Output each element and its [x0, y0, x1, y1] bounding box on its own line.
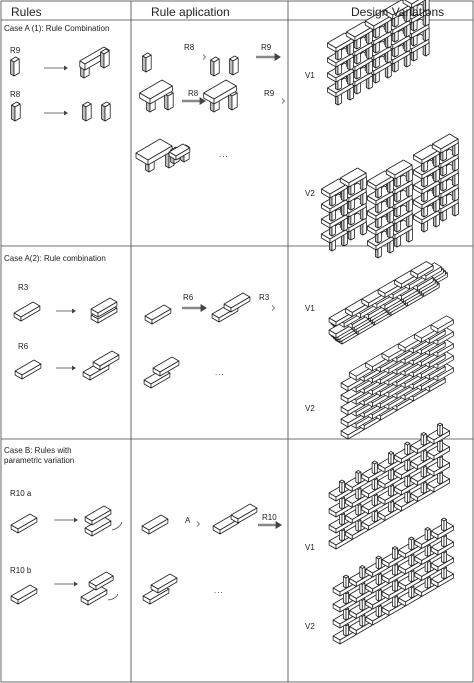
- case-a2-rule-sketches: [13, 297, 120, 381]
- case-b-app-r10: R10: [262, 513, 277, 522]
- case-a1-app-r9: R9: [261, 43, 272, 52]
- case-b-variation-v2-drawing: [332, 517, 454, 645]
- case-a2-rule-r3: R3: [18, 283, 29, 292]
- diagram-drawings: [10, 0, 459, 645]
- case-a2-ellipsis: ...: [215, 368, 225, 377]
- case-b-title-line2: parametric variation: [4, 456, 75, 465]
- column-header-design-variations: Design Variations: [351, 5, 445, 19]
- case-a2-variation-v2: V2: [305, 404, 315, 413]
- case-a1-rule-r9: R9: [10, 46, 21, 55]
- case-a1-ellipsis: ...: [219, 150, 229, 159]
- column-header-rules: Rules: [11, 5, 42, 19]
- column-header-rule-application: Rule aplication: [151, 5, 230, 19]
- case-b-rule-r10b: R10 b: [10, 566, 32, 575]
- case-a1-drawings: [10, 0, 459, 259]
- case-a1-rule-r8: R8: [10, 90, 21, 99]
- case-b-drawings: [10, 422, 454, 645]
- case-a1-variation-v1-drawing: [326, 0, 430, 106]
- case-a1-app-r9-second: R9: [264, 89, 275, 98]
- case-b-app-a: A: [185, 516, 191, 525]
- case-b-rule-r10a: R10 a: [10, 489, 32, 498]
- case-a1-variation-v1: V1: [305, 71, 315, 80]
- case-a1-rule-sketches: [10, 46, 111, 122]
- case-a2-drawings: [13, 261, 454, 440]
- case-b-application-sketches: [141, 503, 282, 605]
- case-a1-variation-v2-drawing: [320, 133, 459, 259]
- case-b-ellipsis: ...: [214, 586, 224, 595]
- case-a2-app-r3: R3: [259, 293, 270, 302]
- case-a2-variation-v2-drawing: [340, 315, 454, 440]
- case-a1-app-r8: R8: [184, 43, 195, 52]
- case-a2-variation-v1-drawing: [328, 261, 448, 345]
- case-a2-app-r6: R6: [183, 293, 194, 302]
- case-b-title-line1: Case B: Rules with: [4, 446, 72, 455]
- case-a2-application-sketches: [143, 292, 275, 389]
- case-a1-title: Case A (1): Rule Combination: [4, 24, 110, 33]
- case-b-variation-v1: V1: [305, 543, 315, 552]
- case-a2-title: Case A(2): Rule combination: [4, 254, 106, 263]
- case-b-variation-v1-drawing: [328, 422, 450, 550]
- case-a2-rule-r6: R6: [18, 342, 29, 351]
- case-a1-app-r8-second: R8: [188, 89, 199, 98]
- case-a1-application-sketches: [135, 52, 285, 173]
- case-b-variation-v2: V2: [305, 622, 315, 631]
- case-a1-variation-v2: V2: [305, 189, 315, 198]
- case-b-rule-sketches: [10, 505, 123, 606]
- case-a2-variation-v1: V1: [305, 304, 315, 313]
